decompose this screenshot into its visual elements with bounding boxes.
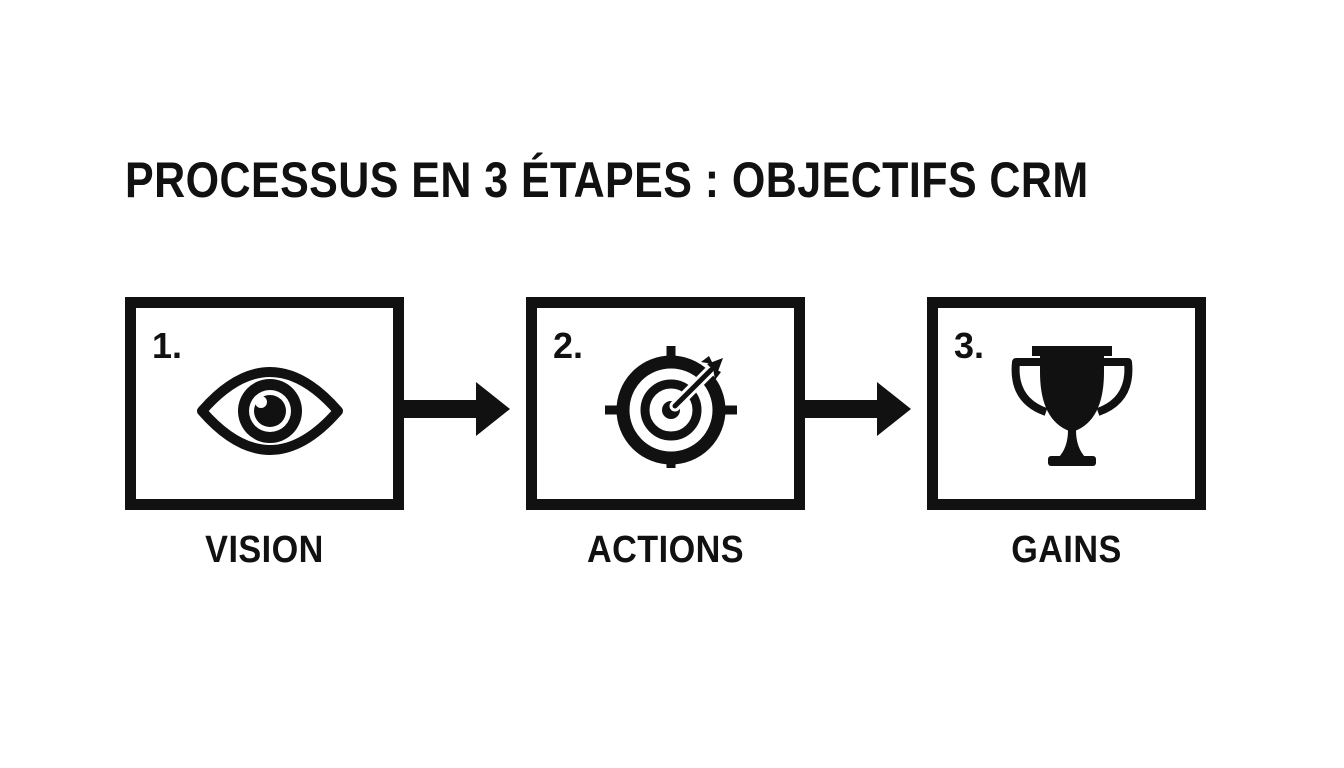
step-label-actions: ACTIONS bbox=[586, 529, 745, 571]
step-box-actions: 2. bbox=[526, 297, 805, 510]
target-arrow-icon bbox=[605, 346, 737, 468]
arrow-icon bbox=[803, 382, 911, 436]
step-label-vision: VISION bbox=[205, 529, 324, 571]
arrow-icon bbox=[402, 382, 510, 436]
diagram-title: PROCESSUS EN 3 ÉTAPES : OBJECTIFS CRM bbox=[125, 152, 1089, 208]
step-label-gains: GAINS bbox=[1011, 529, 1122, 571]
step-number: 2. bbox=[553, 325, 584, 366]
step-box-gains: 3. bbox=[927, 297, 1206, 510]
step-box-vision: 1. bbox=[125, 297, 404, 510]
eye-icon bbox=[197, 367, 343, 455]
step-number: 3. bbox=[954, 325, 985, 366]
step-number: 1. bbox=[152, 325, 183, 366]
trophy-icon bbox=[1011, 346, 1133, 466]
